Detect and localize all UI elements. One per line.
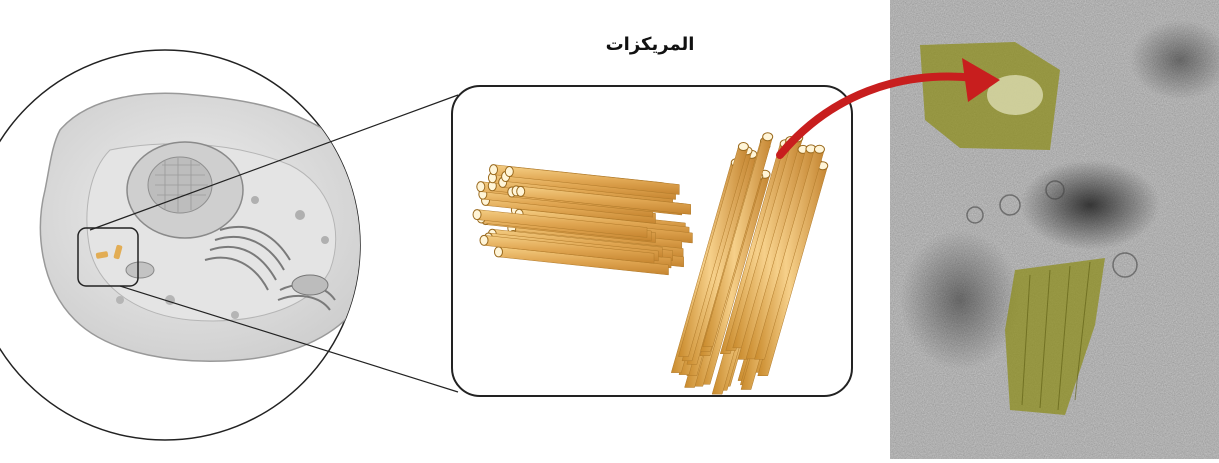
tube xyxy=(754,144,825,360)
figure-label: المريكزات xyxy=(605,34,695,55)
zoom-lines xyxy=(89,94,459,393)
tube xyxy=(702,132,774,348)
stained-centriole-bottom xyxy=(1005,258,1105,415)
tube xyxy=(504,166,680,195)
pointer-arrow xyxy=(776,58,1000,159)
centriole-vertical xyxy=(670,132,829,395)
centriole-panel xyxy=(451,85,853,397)
tube xyxy=(757,161,829,377)
tube xyxy=(678,142,749,357)
cell-illustration xyxy=(0,49,361,441)
tube xyxy=(472,209,648,238)
tube xyxy=(479,234,655,264)
tube xyxy=(516,185,691,215)
electron-micrograph xyxy=(890,0,1219,459)
tube xyxy=(737,144,809,360)
centriole-horizontal xyxy=(472,164,693,276)
